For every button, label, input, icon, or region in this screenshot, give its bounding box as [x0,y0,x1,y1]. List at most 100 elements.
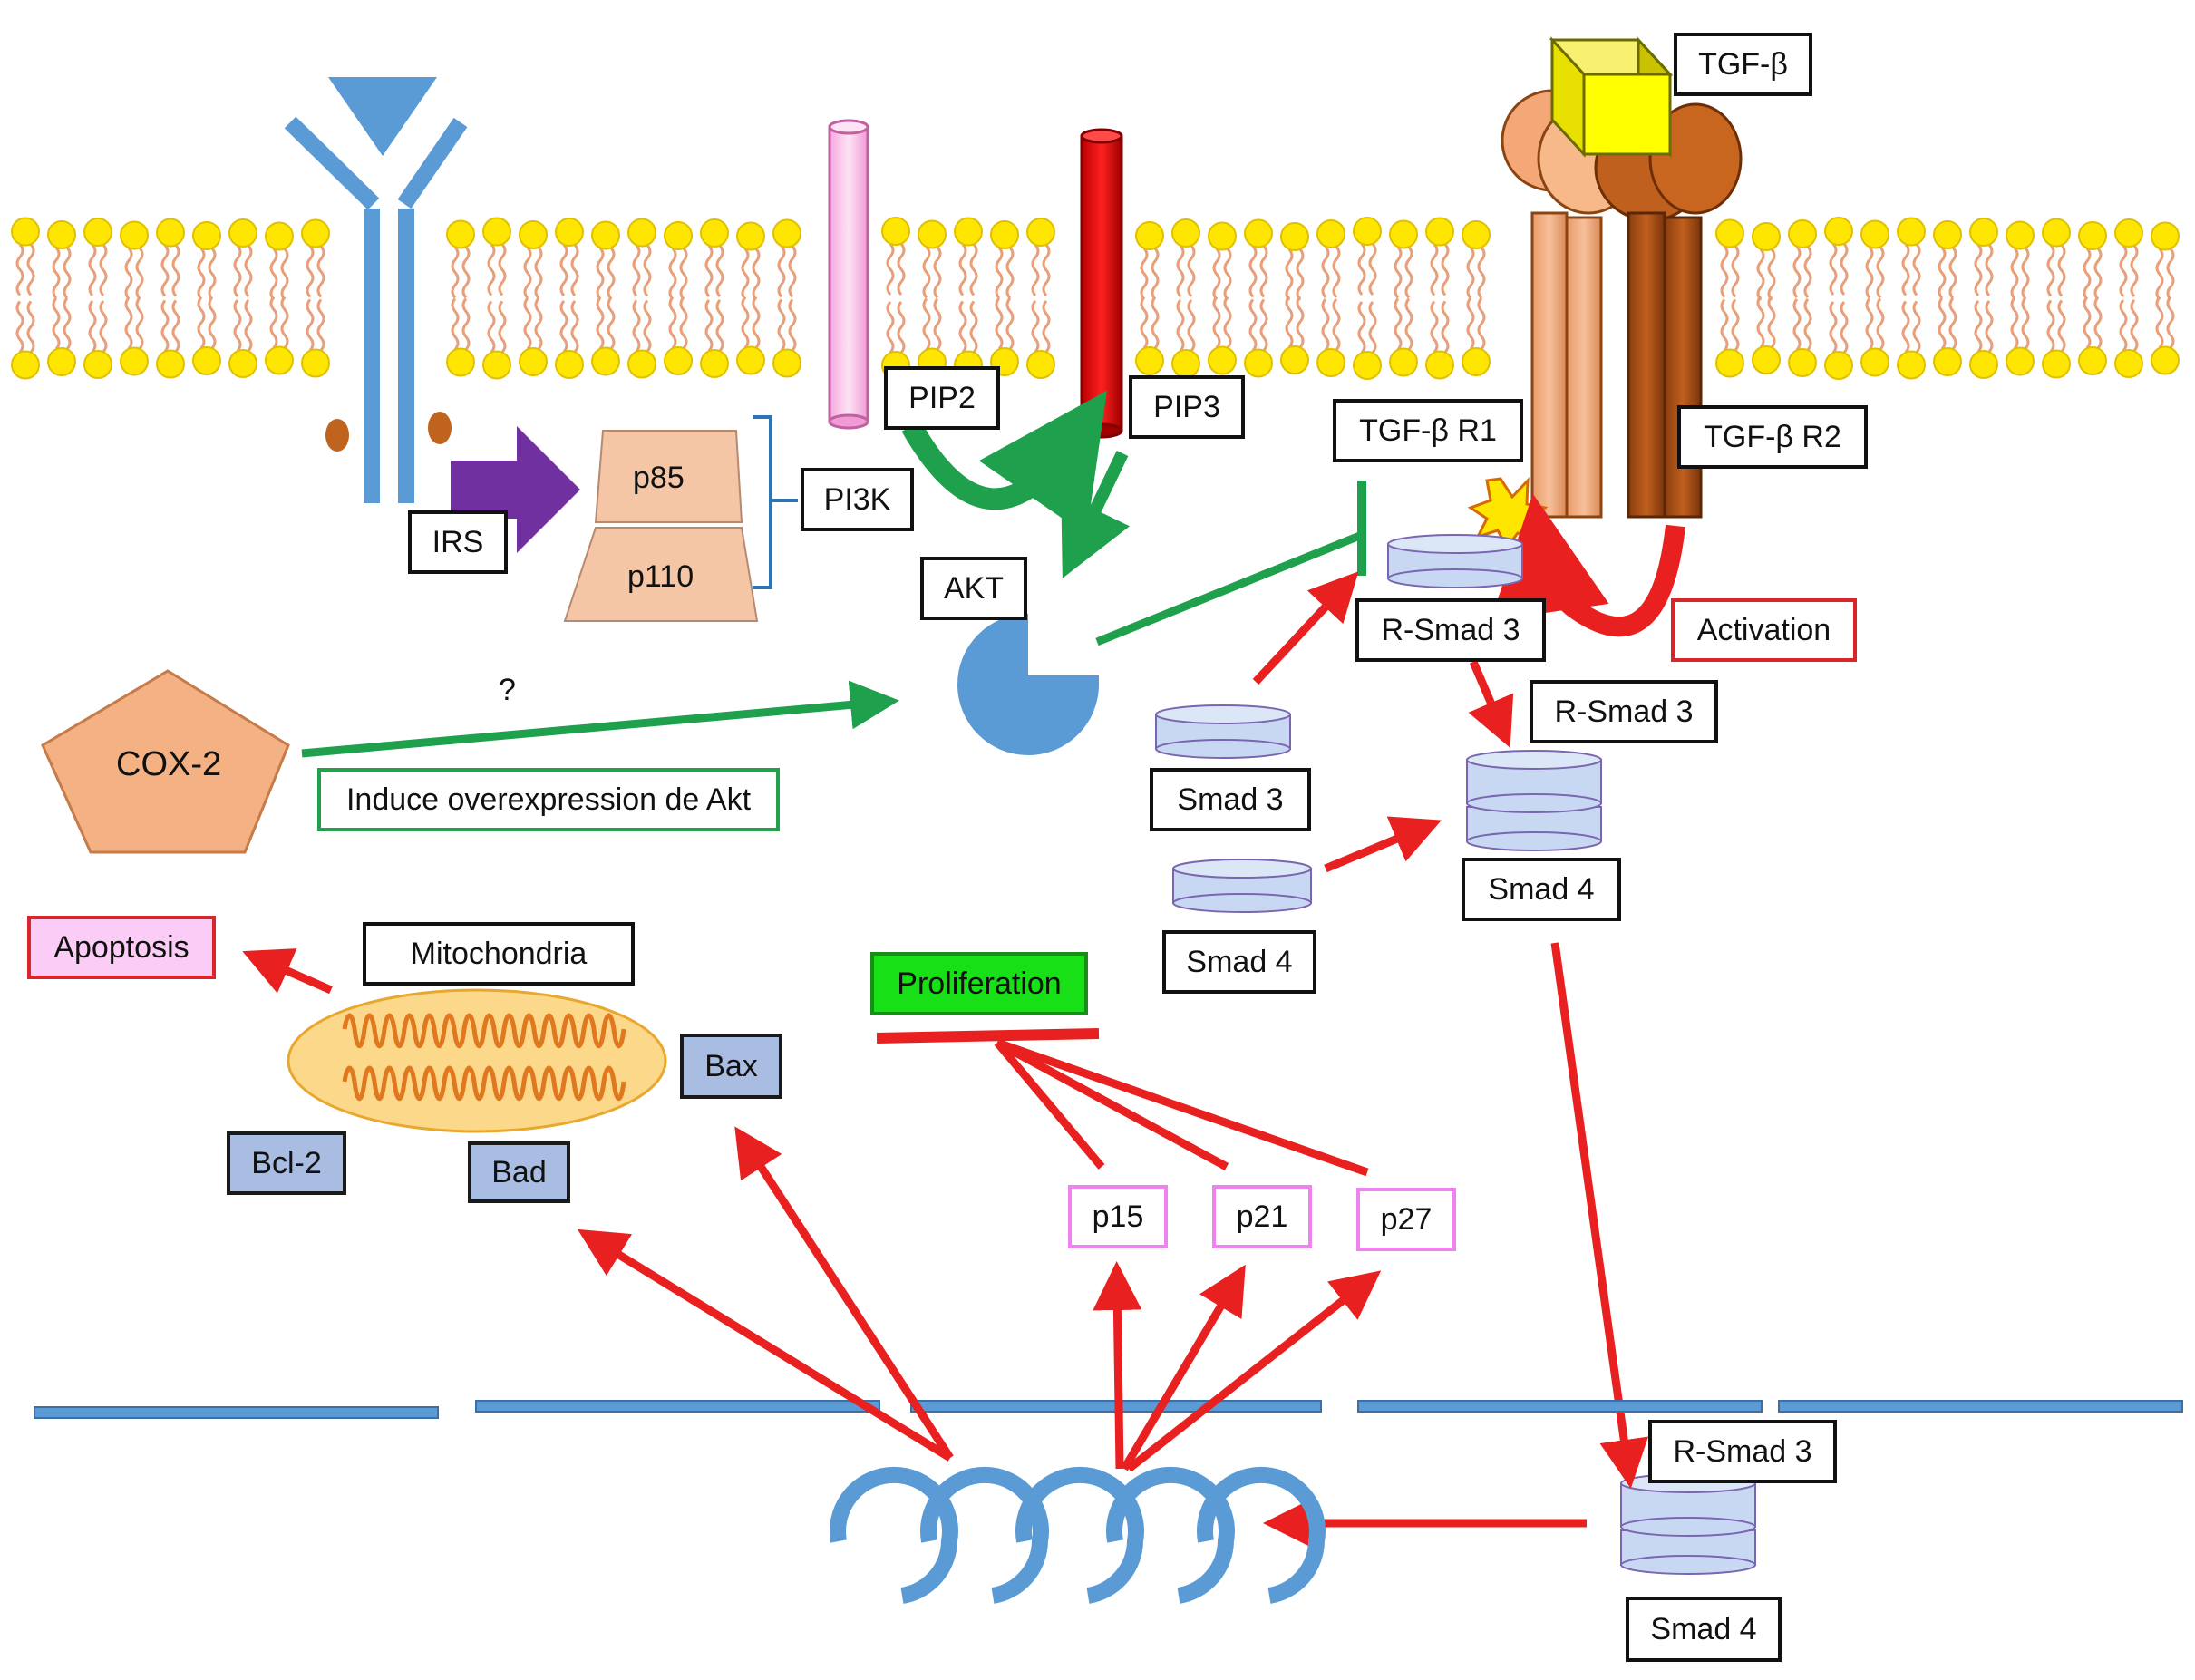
lipid-tail [886,301,895,354]
lipid-tail [233,245,242,297]
lipid-tail [523,297,532,350]
lipid-head [1860,219,1889,249]
lipid-bilayer [11,217,2180,380]
lipid-tail [2021,296,2030,350]
label-r-smad3-mid: R-Smad 3 [1530,680,1718,743]
lipid-head [1135,221,1164,250]
lipid-tail [1985,244,1994,296]
lipid-tail [1974,300,1983,353]
lipid-tail [1756,248,1765,301]
lipid-head [1280,222,1309,251]
lipid-head [1171,218,1200,248]
lipid-tail [1756,296,1765,348]
label-proliferation: Proliferation [870,952,1088,1015]
lipid-tail [2166,248,2175,301]
label-bcl2: Bcl-2 [227,1131,346,1195]
lipid-tail [559,244,568,296]
label-bad: Bad [468,1141,570,1203]
lipid-tail [1151,296,1160,349]
lipid-tail [135,296,144,350]
lipid-head [881,217,910,246]
lipid-tail [1223,296,1232,349]
lipid-head [1026,218,1055,247]
lipid-tail [715,299,724,352]
lipid-tail [2046,299,2055,353]
r-smad3-disc-top [1387,534,1523,588]
lipid-tail [15,300,24,354]
lipid-tail [1296,296,1305,348]
lipid-tail [1285,296,1294,348]
lipid-head [555,350,584,379]
p21-inhibition-line [995,1039,1229,1170]
lipid-tail [1031,300,1040,353]
lipid-tail [1901,243,1910,296]
label-irs: IRS [408,510,508,574]
lipid-tail [2130,245,2139,297]
akt-protein [957,614,1099,755]
lipid-head [2042,218,2071,248]
label-activation: Activation [1671,598,1857,662]
lipid-tail [643,299,652,353]
lipid-tail [498,300,507,354]
tgf-beta-r2-receptor [1594,102,1743,519]
lipid-tail [63,247,72,299]
lipid-head [120,220,149,250]
lipid-head [156,218,185,248]
lipid-tail [704,299,714,352]
lipid-head [1425,350,1454,380]
rsmad3-to-complex-arrow [1468,660,1514,748]
smad3-to-receptor-arrow [1252,571,1359,685]
lipid-tail [52,297,61,350]
lipid-head [192,346,221,375]
lipid-tail [1285,248,1294,301]
lipid-tail [1368,243,1377,296]
lipid-head [772,218,801,248]
lipid-tail [1792,298,1802,351]
lipid-tail [632,244,641,297]
lipid-tail [1332,246,1341,298]
lipid-tail [752,248,761,301]
lipid-tail [99,244,108,296]
lipid-tail [2093,296,2103,349]
lipid-head [954,217,983,247]
lipid-head [1389,347,1418,377]
lipid-head [1897,350,1926,380]
lipid-head [772,348,801,378]
lipid-tail [679,296,688,349]
lipid-tail [1829,243,1838,296]
lipid-tail [922,246,931,299]
lipid-tail [969,243,978,296]
lipid-tail [1212,296,1221,349]
cox2-to-akt-arrow [301,680,899,758]
lipid-tail [596,247,605,300]
lipid-tail [280,296,289,349]
lipid-tail [2155,248,2164,301]
lipid-tail [570,300,579,353]
lipid-tail [1187,299,1196,352]
dna-to-bax-arrow [734,1126,954,1461]
lipid-tail [679,248,688,300]
lipid-head [1969,350,1998,379]
lipid-tail [668,296,677,349]
lipid-head [301,218,330,248]
pip2-to-pip3-arrow [901,390,1108,536]
lipid-tail [1477,247,1486,299]
lipid-tail [1938,297,1947,350]
lipid-tail [1031,244,1040,296]
lipid-head [736,221,765,251]
lipid-tail [1368,301,1377,354]
p85-subunit [594,430,743,523]
lipid-head [265,221,294,251]
lipid-tail [1212,248,1221,301]
lipid-tail [1731,298,1740,352]
lipid-tail [715,245,724,297]
lipid-tail [1441,300,1450,354]
lipid-tail [933,246,942,299]
lipid-head [664,346,693,375]
p110-subunit [563,527,759,622]
lipid-tail [1731,245,1740,298]
lipid-head [1824,217,1853,246]
lipid-tail [788,298,797,352]
lipid-head [2006,346,2035,376]
lipid-head [2151,221,2180,251]
